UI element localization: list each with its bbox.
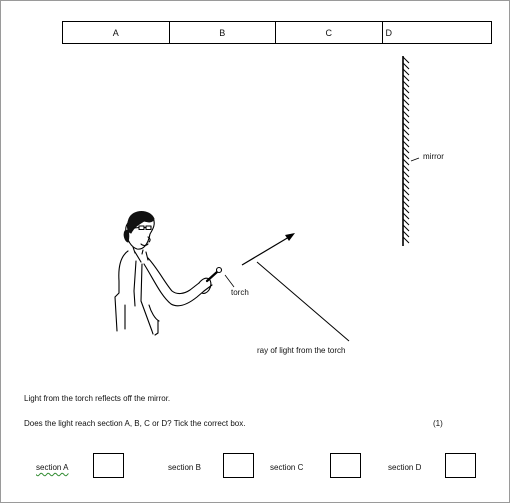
tick-box-section-d[interactable] (445, 453, 476, 478)
option-label-section-d: section D (388, 463, 421, 473)
tick-box-section-c[interactable] (330, 453, 361, 478)
ray-label: ray of light from the torch (257, 346, 345, 356)
option-label-section-b: section B (168, 463, 201, 473)
tick-box-section-a[interactable] (93, 453, 124, 478)
question-marks: (1) (433, 419, 443, 429)
question-prompt: Does the light reach section A, B, C or … (24, 419, 245, 429)
torch-label: torch (231, 288, 249, 298)
tick-box-section-b[interactable] (223, 453, 254, 478)
mirror (403, 56, 409, 246)
mirror-label-leader (411, 158, 419, 161)
ray-label-leader (257, 262, 349, 341)
option-label-section-a: section A (36, 463, 68, 473)
light-ray-arrow (242, 233, 295, 265)
torch-label-leader (225, 275, 234, 287)
question-statement: Light from the torch reflects off the mi… (24, 394, 170, 404)
mirror-label: mirror (423, 152, 444, 162)
scientist-figure (115, 212, 222, 336)
option-label-section-c: section C (270, 463, 303, 473)
